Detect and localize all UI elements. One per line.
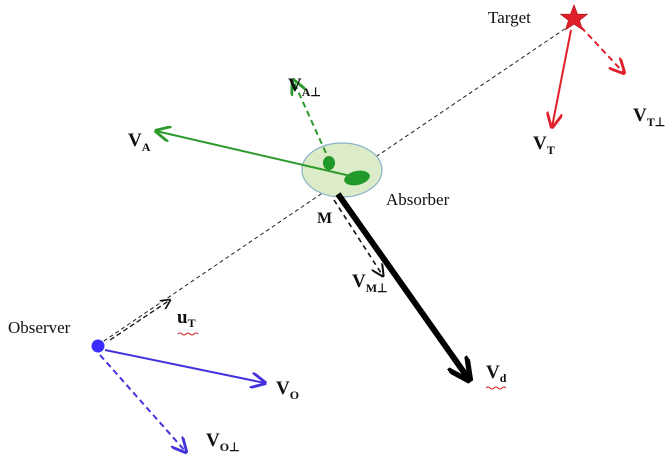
v-o-label: VO [276,378,299,402]
v-a-arrow [156,131,356,178]
star-icon [559,3,589,31]
m-point-label: M [317,210,332,227]
v-o-perp-label: VO⊥ [206,430,240,454]
v-m-perp-arrow [333,199,383,276]
v-d-arrow [335,192,468,378]
absorber-core-blob [344,170,370,186]
v-t-arrow [552,29,572,127]
v-t-label: VT [533,133,555,157]
v-o-arrow [104,349,265,383]
v-d-spellcheck-underline [485,386,507,390]
absorber-label: Absorber [386,190,450,209]
v-a-perp-arrow [293,80,331,163]
u-t-spellcheck-underline [177,332,199,336]
v-o-perp-arrow [99,354,186,452]
v-t-perp-label: VT⊥ [633,105,665,129]
v-a-label: VA [128,130,151,154]
v-d-label: Vd [486,362,507,385]
observer-label: Observer [8,318,71,337]
v-t-perp-arrow [580,26,624,73]
target-label: Target [488,8,531,27]
u-t-arrow [109,300,170,341]
dot-icon [91,339,105,353]
line-of-sight [97,23,573,346]
u-t-label: uT [177,307,196,330]
v-m-perp-label: VM⊥ [352,271,388,295]
v-a-perp-label: VA⊥ [288,75,321,99]
absorber-cloud [301,142,383,198]
absorber-small-blob [323,156,335,170]
